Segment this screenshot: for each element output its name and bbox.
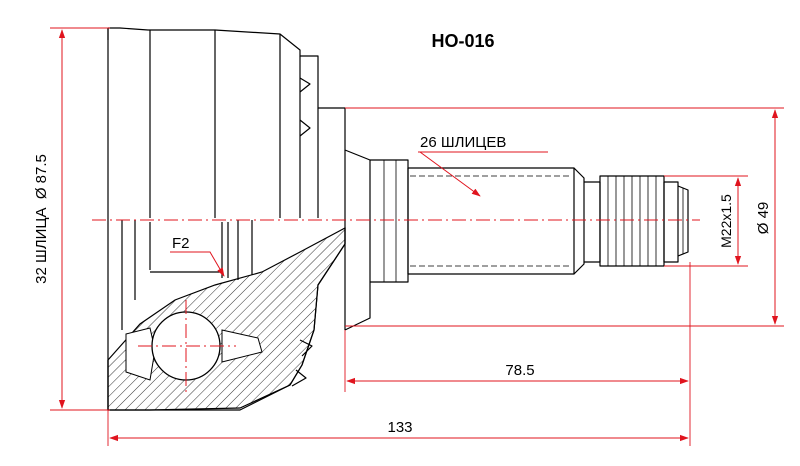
- bell-notches: [299, 77, 311, 137]
- label-shaft-length: 78.5: [505, 362, 534, 379]
- part-number: HO-016: [431, 31, 494, 51]
- label-thread: M22x1.5: [718, 194, 734, 248]
- inner-race-lines: [121, 220, 253, 330]
- joint-body: [107, 27, 689, 411]
- dimensions: [50, 27, 784, 446]
- thread-end: [663, 181, 679, 263]
- thread-step: [584, 181, 601, 263]
- label-total-length: 133: [387, 419, 412, 436]
- section-hatching: [107, 227, 346, 411]
- lower-notches: [291, 339, 313, 387]
- label-shaft-splines: 26 ШЛИЦЕВ: [420, 134, 506, 151]
- leader-splines: [418, 151, 548, 196]
- cage-window: [125, 327, 156, 381]
- bell-step-4: [299, 56, 319, 218]
- label-f2: F2: [172, 235, 190, 252]
- leader-f2: [170, 251, 225, 277]
- spline-chamfer: [573, 167, 585, 275]
- shaft-collar: [370, 159, 409, 283]
- label-bell-spec: 32 ШЛИЦА Ø 87.5: [33, 154, 50, 284]
- stem-neck: [344, 150, 371, 331]
- spline-section: [407, 167, 575, 275]
- lower-profile: [107, 228, 346, 411]
- label-outer-diameter: Ø 49: [755, 202, 772, 235]
- cage-window-right: [221, 329, 263, 363]
- thread-lines: [607, 176, 657, 266]
